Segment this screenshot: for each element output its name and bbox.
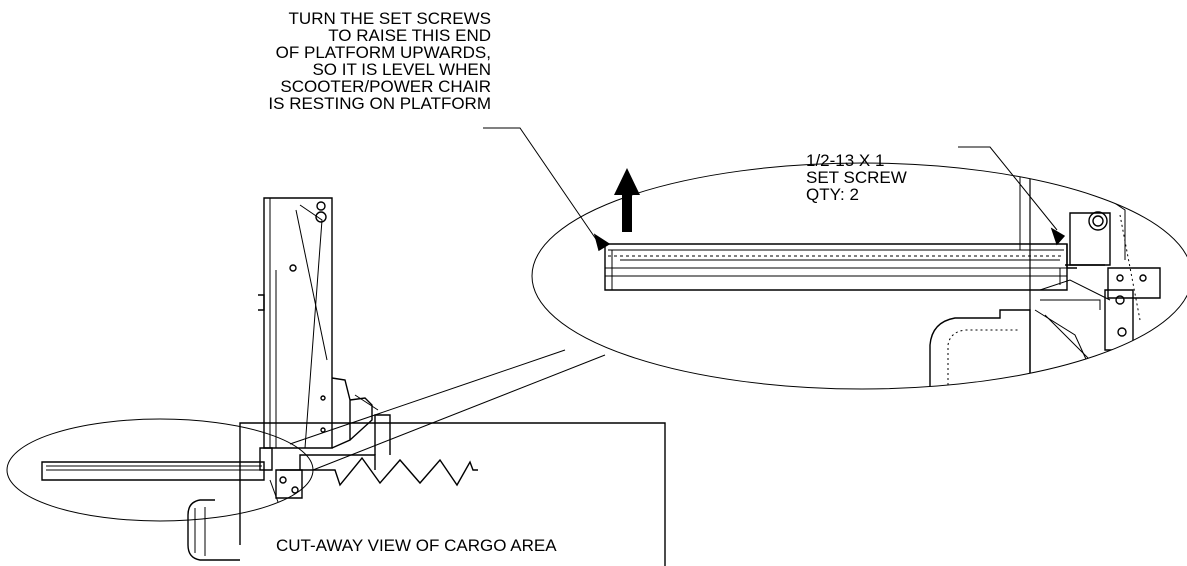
detail-connector-upper [290,350,565,444]
small-platform [42,448,302,502]
part-callout: 1/2-13 X 1 SET SCREW QTY: 2 [806,152,907,203]
set-screw-left-icon [595,235,609,250]
instruction-line: TURN THE SET SCREWS [288,9,491,28]
part-line: SET SCREW [806,168,907,187]
detail-connector-lower [313,355,605,470]
raise-arrow-icon [614,168,640,232]
detail-ellipse-large [532,163,1187,389]
part-line: 1/2-13 X 1 [806,151,885,170]
instruction-line: OF PLATFORM UPWARDS, [275,43,491,62]
instruction-note: TURN THE SET SCREWS TO RAISE THIS END OF… [268,10,491,112]
part-leader [958,147,1057,230]
lift-mast [258,198,378,448]
instruction-line: SO IT IS LEVEL WHEN [312,60,491,79]
instruction-line: SCOOTER/POWER CHAIR [280,77,491,96]
view-caption: CUT-AWAY VIEW OF CARGO AREA [276,536,557,555]
detail-view [930,160,1160,390]
set-screw-right-icon [1052,229,1064,244]
instruction-line: TO RAISE THIS END [328,26,491,45]
instruction-line: IS RESTING ON PLATFORM [268,94,491,113]
part-line: QTY: 2 [806,185,859,204]
instruction-leader [483,128,600,245]
detail-platform [605,244,1077,290]
